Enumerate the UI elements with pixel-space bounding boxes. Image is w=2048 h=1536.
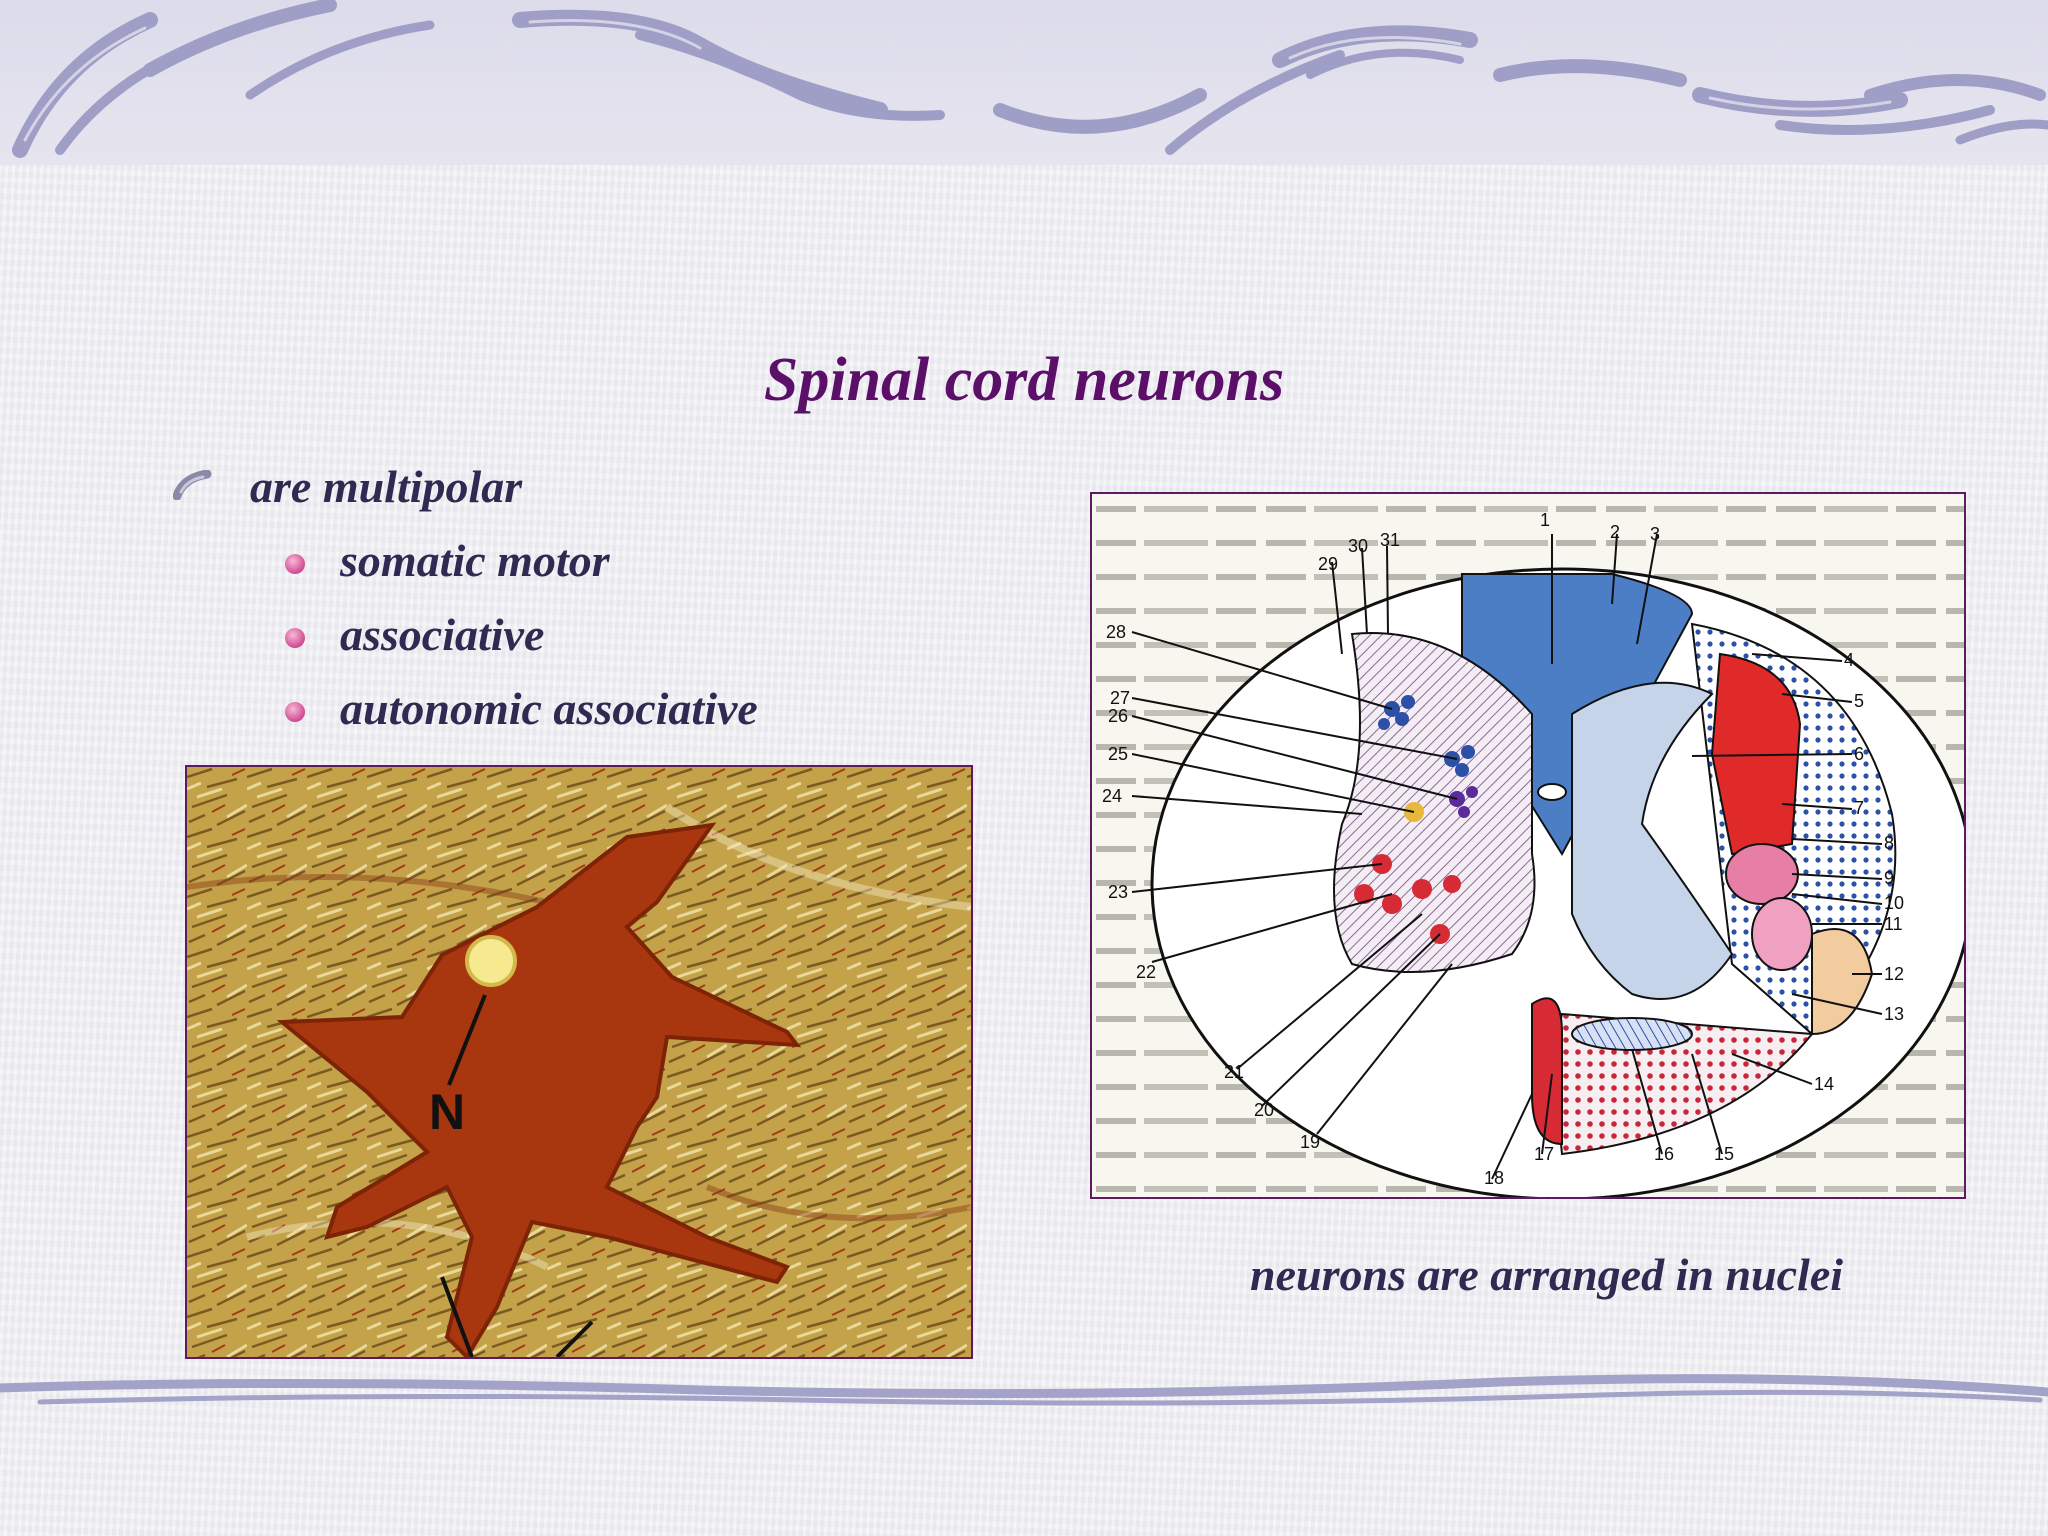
- diagram-label: 26: [1108, 706, 1128, 726]
- diagram-label: 12: [1884, 964, 1904, 984]
- spinal-cord-diagram: 1 2 3 4 5 6 7 8 9 10 11 12 13 14 15 16 1…: [1090, 492, 1966, 1199]
- diagram-label: 13: [1884, 1004, 1904, 1024]
- diagram-caption: neurons are arranged in nuclei: [1250, 1249, 1844, 1300]
- top-decorative-band: [0, 0, 2048, 165]
- sub-bullet-text: autonomic associative: [340, 683, 758, 734]
- diagram-label: 28: [1106, 622, 1126, 642]
- neuron-micrograph: N: [185, 765, 973, 1359]
- bullet-main-text: are multipolar: [250, 461, 523, 512]
- diagram-label: 18: [1484, 1168, 1504, 1188]
- diagram-label: 2: [1610, 522, 1620, 542]
- diagram-label: 9: [1884, 868, 1894, 888]
- pink-bullet-icon: [285, 628, 305, 648]
- photo-label-n: N: [429, 1084, 465, 1140]
- pink-bullet-icon: [285, 702, 305, 722]
- diagram-label: 16: [1654, 1144, 1674, 1164]
- diagram-label: 30: [1348, 536, 1368, 556]
- diagram-label: 4: [1844, 650, 1854, 670]
- diagram-label: 14: [1814, 1074, 1834, 1094]
- diagram-label: 21: [1224, 1062, 1244, 1082]
- diagram-label: 8: [1884, 833, 1894, 853]
- diagram-label: 3: [1650, 524, 1660, 544]
- bottom-decorative-band: [0, 1370, 2048, 1420]
- diagram-label: 5: [1854, 691, 1864, 711]
- brush-strokes-top: [12, 0, 2048, 158]
- pink-bullet-icon: [285, 554, 305, 574]
- sub-bullet-text: associative: [340, 609, 545, 660]
- neuron-cell-body: [276, 822, 802, 1357]
- neuron-micrograph-image: N: [187, 767, 971, 1357]
- diagram-label: 6: [1854, 744, 1864, 764]
- diagram-label: 23: [1108, 882, 1128, 902]
- diagram-label: 31: [1380, 530, 1400, 550]
- diagram-label: 24: [1102, 786, 1122, 806]
- diagram-label: 7: [1854, 798, 1864, 818]
- diagram-label: 27: [1110, 688, 1130, 708]
- diagram-label: 29: [1318, 554, 1338, 574]
- diagram-label: 15: [1714, 1144, 1734, 1164]
- diagram-label: 11: [1884, 914, 1903, 934]
- diagram-label: 10: [1884, 893, 1904, 913]
- diagram-label: 19: [1300, 1132, 1320, 1152]
- slide-title: Spinal cord neurons: [763, 346, 1285, 414]
- sub-bullet-text: somatic motor: [340, 535, 610, 586]
- nucleus-icon: [465, 935, 517, 987]
- diagram-label: 17: [1534, 1144, 1554, 1164]
- diagram-label: 25: [1108, 744, 1128, 764]
- brush-strokes-bottom: [0, 1374, 2048, 1406]
- diagram-label: 22: [1136, 962, 1156, 982]
- brush-bullet-icon: [173, 470, 212, 500]
- diagram-label: 1: [1540, 510, 1550, 530]
- diagram-label: 20: [1254, 1100, 1274, 1120]
- spinal-cord-cross-section: 1 2 3 4 5 6 7 8 9 10 11 12 13 14 15 16 1…: [1092, 494, 1964, 1197]
